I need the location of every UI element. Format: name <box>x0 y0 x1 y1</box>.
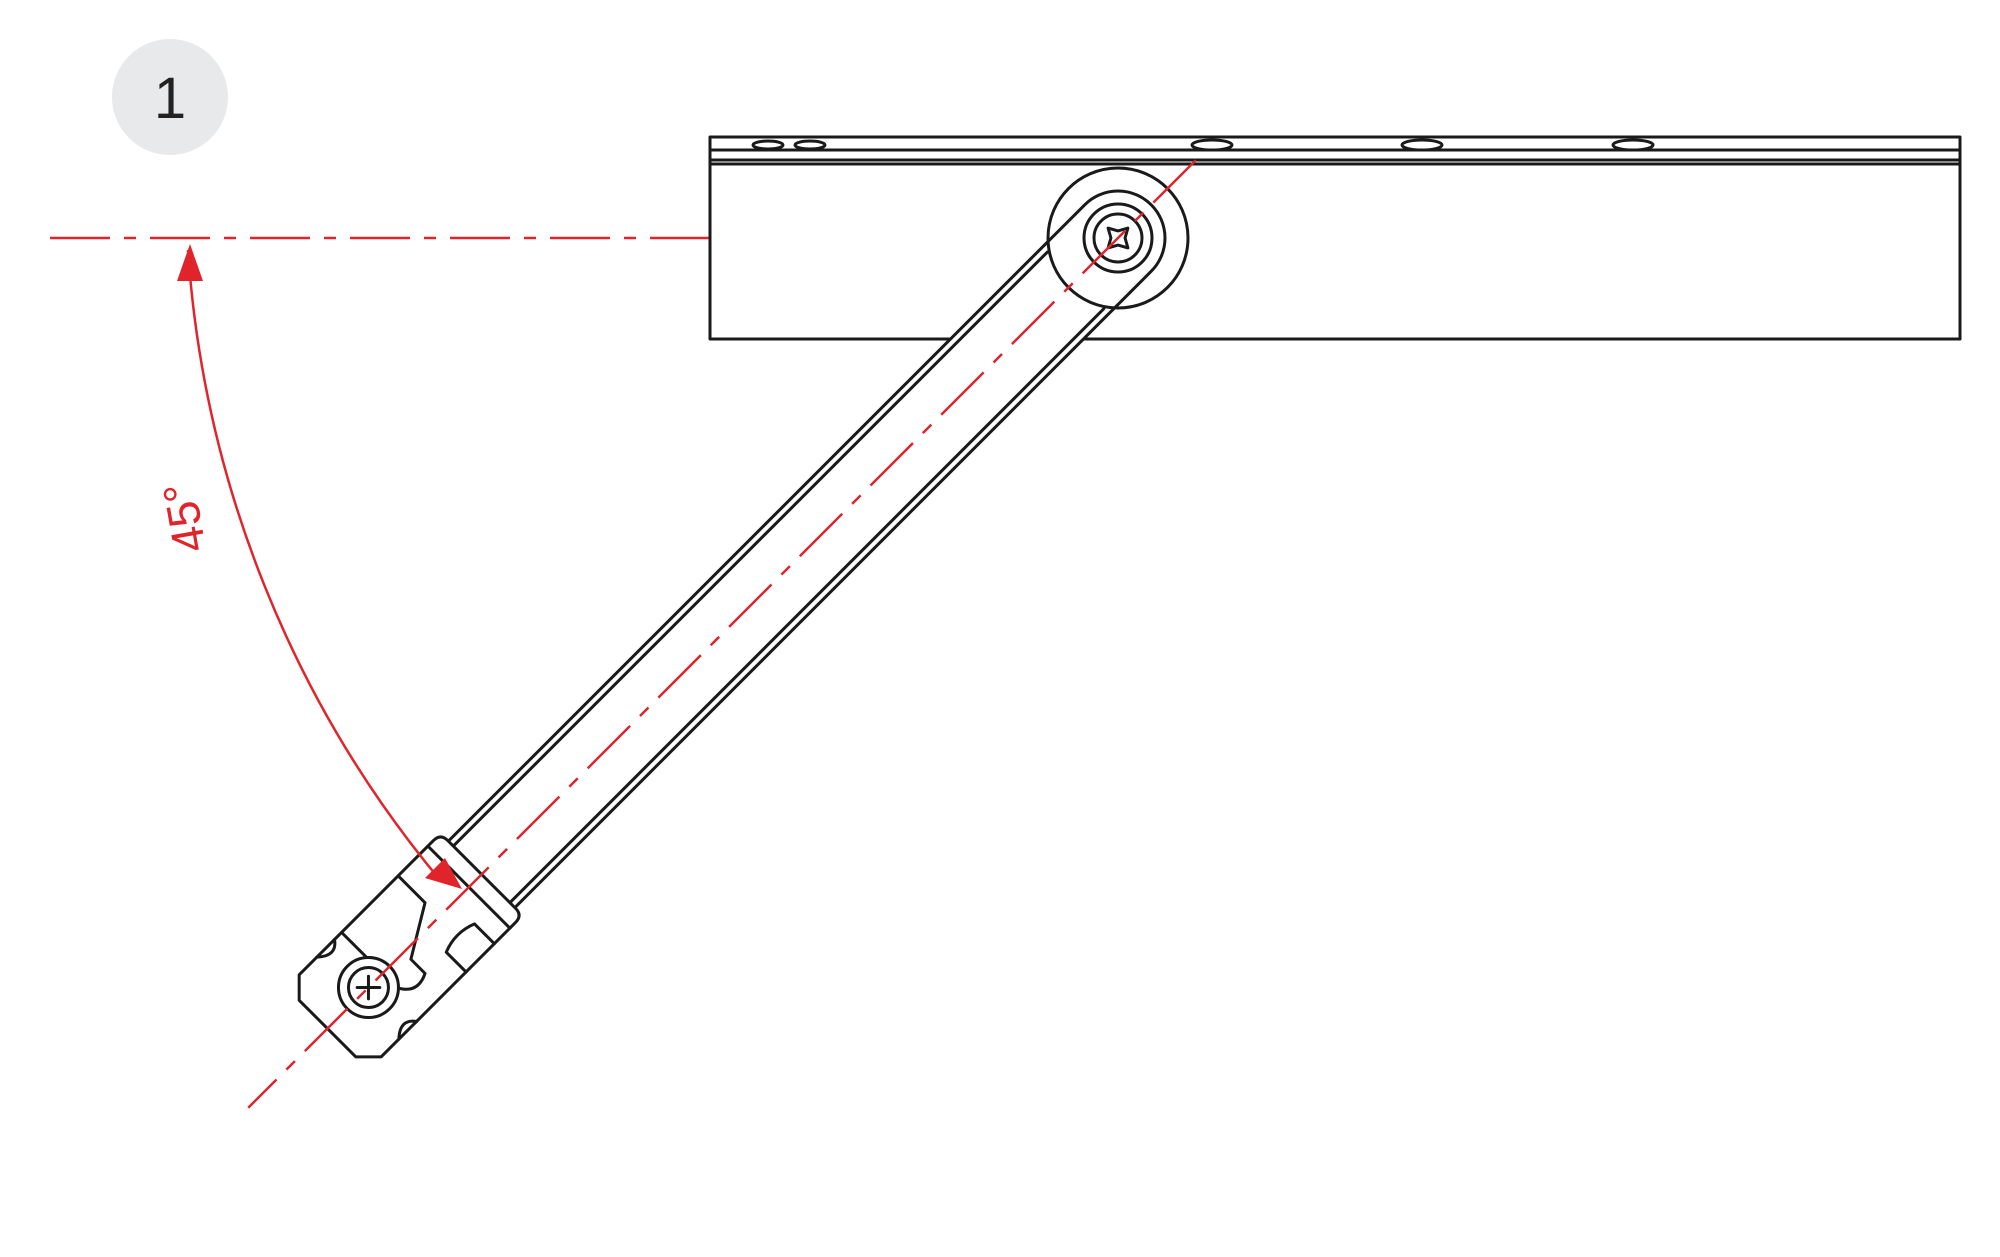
rail-mounting-hole <box>1190 138 1234 152</box>
stay-arm <box>247 159 1197 1109</box>
rail-mounting-hole <box>1611 138 1655 152</box>
angle-arrowhead-top <box>177 244 203 281</box>
end-cap-notch <box>315 937 337 959</box>
arm-center-line <box>247 159 1197 1109</box>
angle-dimension: 45° <box>153 244 462 889</box>
angle-label: 45° <box>153 479 216 557</box>
arm-edge-line <box>508 307 1106 905</box>
step-badge: 1 <box>112 39 228 155</box>
end-cap-notch <box>444 922 496 974</box>
step-badge-circle <box>112 39 228 155</box>
angle-arrowhead-bottom <box>425 858 462 889</box>
rail-body <box>708 135 1962 341</box>
step-number: 1 <box>154 66 186 131</box>
arm-edge-line <box>451 250 1049 848</box>
mounting-rail <box>708 135 1962 341</box>
rail-mounting-hole <box>751 139 785 151</box>
rail-mounting-hole <box>793 139 827 151</box>
end-cap-notch <box>397 1019 419 1041</box>
angle-dimension-arc <box>186 249 441 881</box>
rail-mounting-hole <box>1400 138 1444 152</box>
